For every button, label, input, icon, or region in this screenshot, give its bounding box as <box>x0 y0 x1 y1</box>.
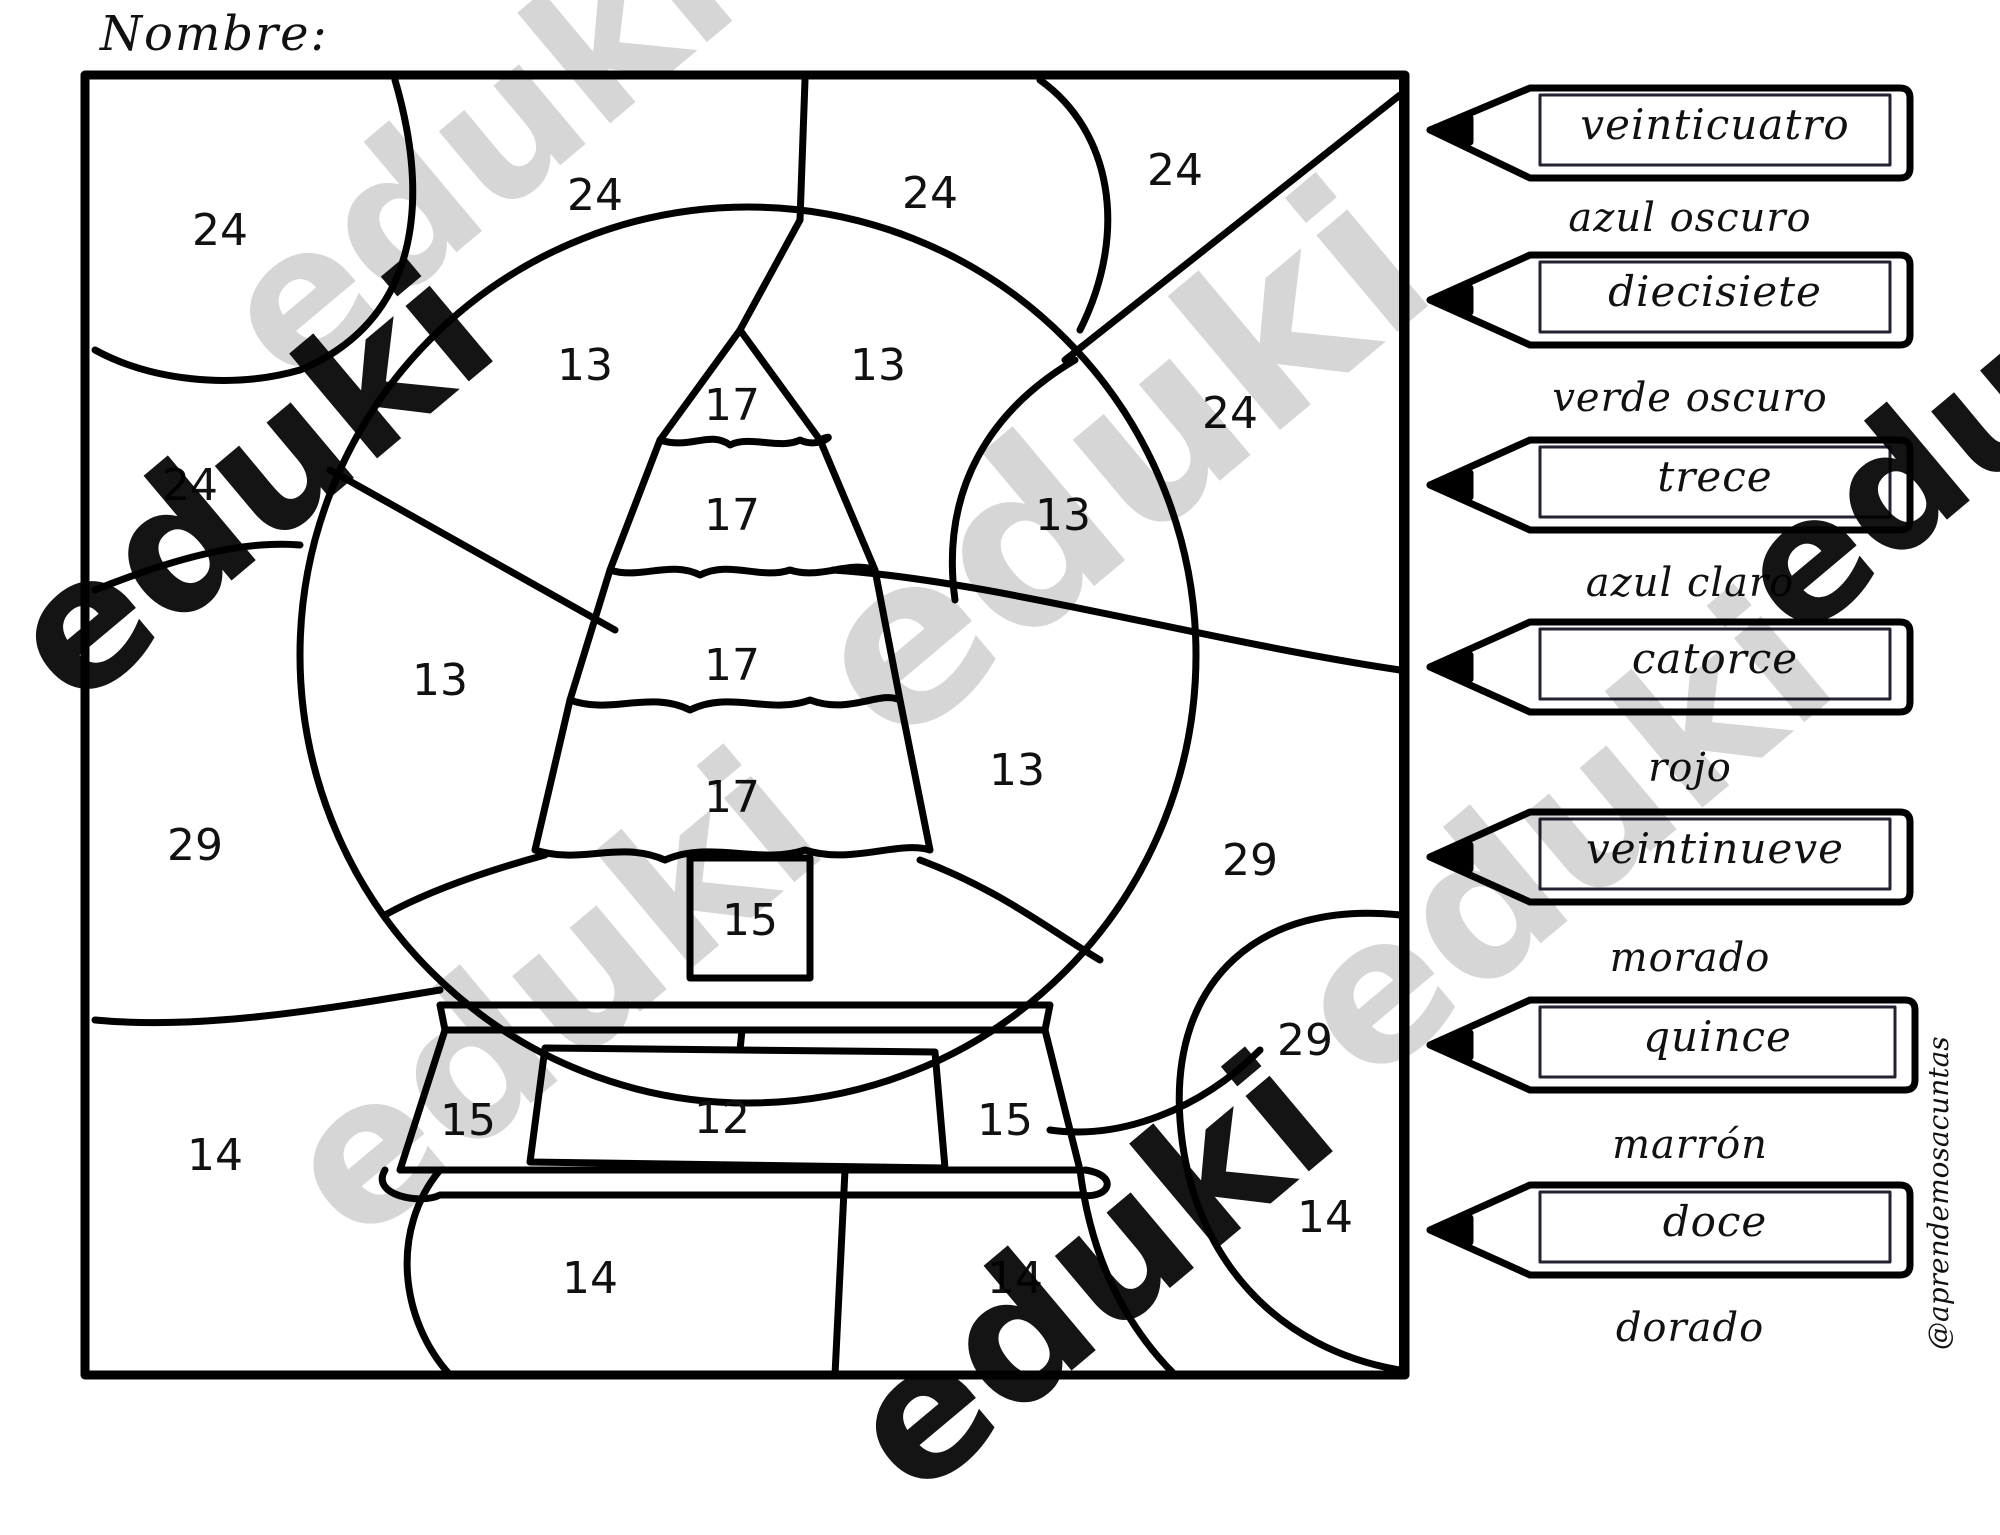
legend-color-name: marrón <box>1612 1122 1768 1168</box>
name-label: Nombre: <box>100 6 329 62</box>
region-number: 13 <box>557 340 613 391</box>
region-number: 13 <box>1035 490 1091 541</box>
legend-color-name: rojo <box>1648 745 1732 791</box>
region-number: 13 <box>989 745 1045 796</box>
region-number: 13 <box>850 340 906 391</box>
region-number: 29 <box>1222 835 1278 886</box>
worksheet-frame <box>80 70 1410 1380</box>
legend-color-name: dorado <box>1615 1305 1765 1351</box>
region-number: 15 <box>722 895 778 946</box>
legend-color-name: morado <box>1609 935 1771 981</box>
region-number: 14 <box>1297 1192 1353 1243</box>
legend-number-word: doce <box>1662 1197 1768 1246</box>
pencil-3 <box>1426 436 1914 534</box>
region-number: 13 <box>412 655 468 706</box>
legend-color-name: azul claro <box>1585 560 1795 606</box>
region-number: 29 <box>167 820 223 871</box>
legend-number-word: quince <box>1643 1012 1792 1061</box>
legend-number-word: catorce <box>1631 634 1799 683</box>
pencil-5 <box>1426 808 1914 906</box>
region-number: 17 <box>704 772 760 823</box>
author-credit: @aprendemosacuntas <box>1922 1036 1955 1350</box>
region-number: 17 <box>704 640 760 691</box>
region-number: 17 <box>704 380 760 431</box>
pencil-7 <box>1426 1181 1914 1279</box>
legend-number-word: veintinueve <box>1586 824 1844 873</box>
pencil-2 <box>1426 251 1914 349</box>
pencil-4 <box>1426 618 1914 716</box>
region-number: 17 <box>704 490 760 541</box>
region-number: 24 <box>1202 388 1258 439</box>
legend-color-name: verde oscuro <box>1552 375 1828 421</box>
region-number: 12 <box>694 1093 750 1144</box>
pencil-6 <box>1426 996 1919 1094</box>
region-number: 15 <box>977 1095 1033 1146</box>
region-number: 15 <box>440 1095 496 1146</box>
region-number: 14 <box>562 1253 618 1304</box>
region-number: 29 <box>1277 1015 1333 1066</box>
pencil-1 <box>1426 84 1914 182</box>
legend-number-word: diecisiete <box>1608 267 1822 316</box>
region-number: 24 <box>1147 145 1203 196</box>
region-number: 24 <box>902 168 958 219</box>
region-number: 24 <box>192 205 248 256</box>
region-number: 14 <box>987 1253 1043 1304</box>
legend-color-name: azul oscuro <box>1568 195 1812 241</box>
legend-number-word: trece <box>1657 452 1773 501</box>
legend-number-word: veinticuatro <box>1580 100 1850 149</box>
region-number: 24 <box>162 460 218 511</box>
region-number: 14 <box>187 1130 243 1181</box>
coloring-sheet: 24 24 24 24 24 24 13 13 13 13 13 17 17 1… <box>80 70 1919 1380</box>
region-number: 24 <box>567 170 623 221</box>
